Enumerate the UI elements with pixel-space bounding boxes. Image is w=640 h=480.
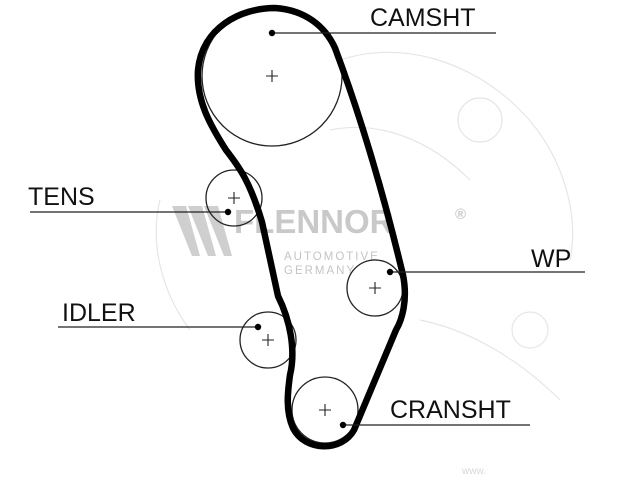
idler-center-mark [262,334,274,346]
tensioner-center-mark [228,192,240,204]
pulley-center-marks [228,70,381,416]
watermark-registered-mark: ® [455,206,466,223]
timing-belt [194,4,409,450]
watermark-line1: AUTOMOTIVE [284,251,380,263]
water-pump-label: WP [531,245,571,273]
camshaft-label: CAMSHT [370,4,476,32]
tensioner-leader-dot [224,208,232,216]
crankshaft-label: CRANSHT [390,396,511,424]
watermark-line2: GERMANY [284,265,356,277]
engine-outline-background [155,51,574,401]
crankshaft-leader-dot [339,421,347,429]
water-pump-center-mark [369,282,381,294]
water-pump-leader-dot [386,268,394,276]
crankshaft-center-mark [319,404,331,416]
flennor-watermark: FLENNOR ® AUTOMOTIVE GERMANY [172,203,466,277]
tensioner-label: TENS [28,183,95,211]
camshaft-leader-dot [268,29,276,37]
idler-leader-dot [254,323,262,331]
camshaft-center-mark [266,70,278,82]
flennor-logo-icon [172,206,232,256]
crankshaft-pulley [291,376,359,444]
tensioner-pulley [205,169,263,227]
idler-label: IDLER [62,299,136,327]
footer-url: www. [461,466,486,477]
idler-pulley [239,311,297,369]
leader-lines [30,32,585,426]
